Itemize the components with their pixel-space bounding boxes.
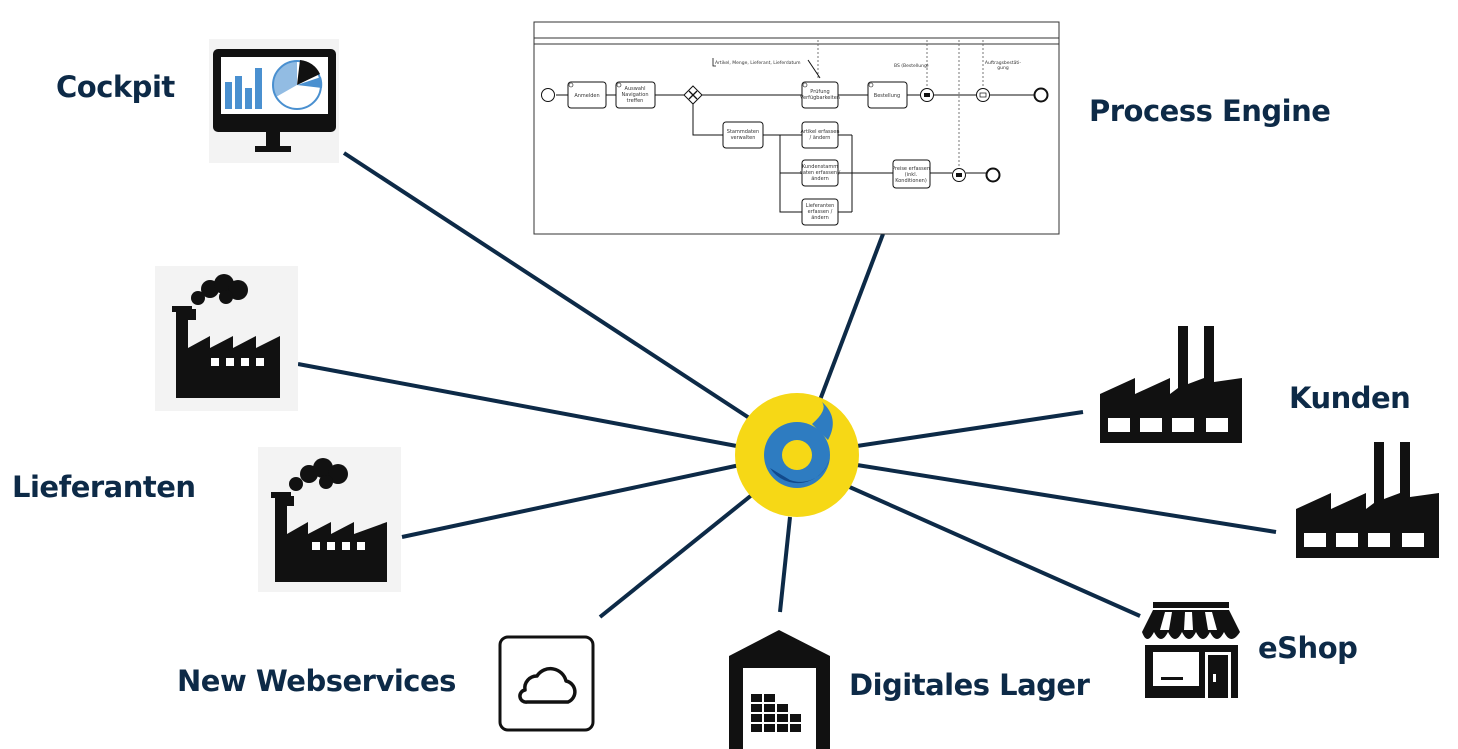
- svg-text:Auftragsbestäti-gung: Auftragsbestäti-gung: [985, 60, 1022, 71]
- label-digitales-lager: Digitales Lager: [849, 668, 1090, 702]
- spoke-eshop: [844, 483, 1141, 618]
- bpmn-artikel-1: Artikel erfassen: [800, 129, 839, 135]
- bpmn-artikel-2: / ändern: [810, 135, 831, 141]
- bpmn-kundenstamm-2: daten erfassen /: [800, 170, 841, 176]
- bpmn-preise-3: Konditionen): [895, 178, 927, 184]
- bpmn-kundenstamm-3: ändern: [811, 176, 829, 182]
- label-process-engine: Process Engine: [1089, 94, 1331, 128]
- spoke-lieferant-1: [297, 362, 743, 449]
- factory-smoke-icon: [155, 266, 298, 411]
- bpmn-msg-bestellung: BS (Bestellung): [894, 63, 929, 69]
- factory-chimney-icon: [1100, 326, 1242, 443]
- cloud-icon: [498, 635, 595, 732]
- bpmn-bestellung: Bestellung: [874, 93, 900, 99]
- svg-text:Artikel erfassen/ ändern: Artikel erfassen/ ändern: [800, 129, 839, 141]
- spoke-webservices: [598, 488, 760, 619]
- spoke-lieferant-2: [401, 463, 741, 539]
- bpmn-msg-auftrag-1: Auftragsbestäti-: [985, 60, 1022, 66]
- bpmn-stammdaten-2: verwalten: [731, 135, 756, 141]
- bpmn-lieferanten-3: ändern: [811, 215, 829, 221]
- bpmn-lieferanten-1: Lieferanten: [806, 203, 835, 209]
- hub-logo: [735, 393, 859, 517]
- bpmn-annotation: Artikel, Menge, Lieferant, Lieferdatum: [715, 60, 801, 66]
- label-new-webservices: New Webservices: [177, 664, 456, 698]
- bpmn-preise-2: (inkl.: [905, 172, 918, 178]
- connection-lines: [297, 151, 1277, 619]
- spoke-lager: [778, 516, 792, 613]
- label-kunden: Kunden: [1289, 381, 1411, 415]
- bpmn-auswahl-3: treffen: [627, 98, 644, 104]
- spoke-cockpit: [342, 151, 762, 427]
- bpmn-msg-auftrag-2: gung: [997, 66, 1009, 71]
- bpmn-preise-1: Preise erfassen: [892, 166, 930, 172]
- warehouse-icon: [729, 630, 830, 749]
- factory-chimney-icon: [1296, 442, 1439, 558]
- bpmn-anmelden: Anmelden: [574, 93, 599, 99]
- bpmn-auswahl-1: Auswahl: [625, 86, 646, 92]
- label-cockpit: Cockpit: [56, 70, 175, 104]
- bpmn-lieferanten-2: erfassen /: [808, 209, 833, 215]
- spoke-kunde-2: [856, 463, 1277, 534]
- monitor-chart-icon: [209, 39, 339, 163]
- label-eshop: eShop: [1258, 631, 1358, 665]
- bpmn-stammdaten-1: Stammdaten: [727, 129, 759, 135]
- factory-smoke-icon: [258, 447, 401, 592]
- spoke-process-engine: [818, 233, 885, 401]
- bpmn-pruefung-1: Prüfung: [810, 89, 829, 95]
- label-lieferanten: Lieferanten: [12, 470, 196, 504]
- svg-text:Preise erfassen(inkl.Kondition: Preise erfassen(inkl.Konditionen): [892, 166, 930, 184]
- spoke-kunde-1: [856, 410, 1084, 448]
- store-icon: [1142, 602, 1240, 698]
- bpmn-kundenstamm-1: Kundenstamm: [802, 164, 838, 170]
- bpmn-pruefung-2: Verfügbarkeiten: [800, 95, 840, 101]
- bpmn-auswahl-2: Navigation: [622, 92, 649, 98]
